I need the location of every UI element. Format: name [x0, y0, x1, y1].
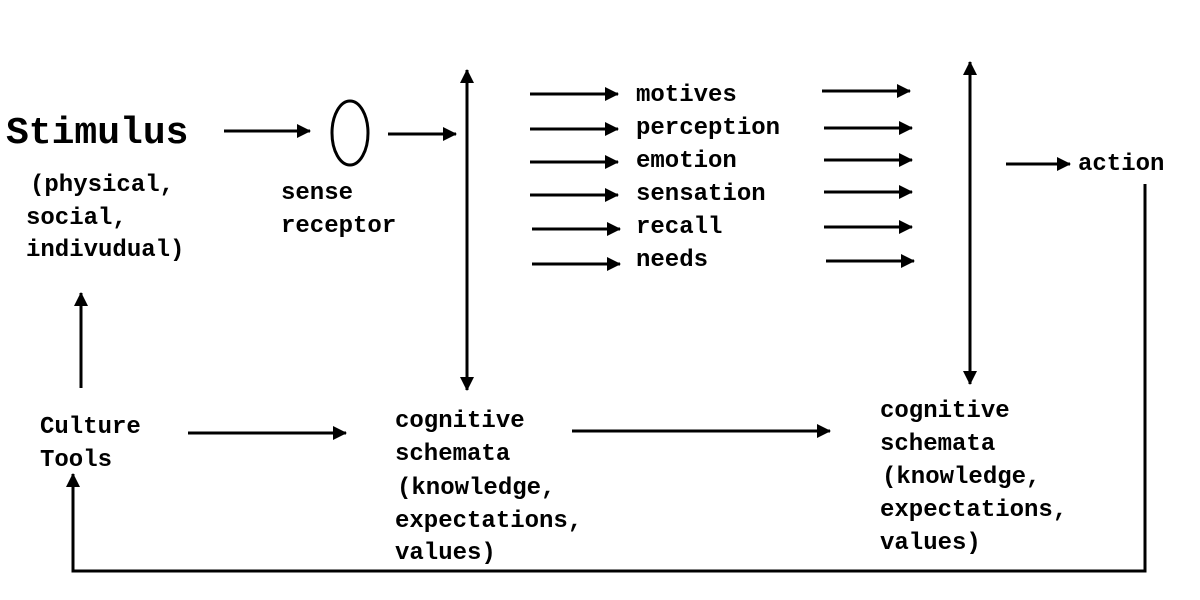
- schemata-left-line-4: expectations,: [395, 508, 582, 535]
- schemata-left-line-5: values): [395, 540, 496, 567]
- schemata-right-line-4: expectations,: [880, 497, 1067, 524]
- schemata-right-line-3: (knowledge,: [882, 464, 1040, 491]
- action-label: action: [1078, 151, 1164, 178]
- receptor-label-1: sense: [281, 180, 353, 207]
- process-label-perception: perception: [636, 115, 780, 142]
- schemata-right-line-1: cognitive: [880, 398, 1010, 425]
- sense-receptor-icon: [330, 99, 370, 167]
- schemata-right-line-5: values): [880, 530, 981, 557]
- process-label-motives: motives: [636, 82, 737, 109]
- receptor-label-2: receptor: [281, 213, 396, 240]
- culture-label-1: Culture: [40, 414, 141, 441]
- schemata-left-line-2: schemata: [395, 441, 510, 468]
- process-label-emotion: emotion: [636, 148, 737, 175]
- stimulus-detail-1: (physical,: [30, 172, 174, 199]
- schemata-left-line-3: (knowledge,: [397, 475, 555, 502]
- schemata-right-line-2: schemata: [880, 431, 995, 458]
- stimulus-detail-2: social,: [26, 205, 127, 232]
- stimulus-detail-3: indivudual): [26, 237, 184, 264]
- process-label-needs: needs: [636, 247, 708, 274]
- feedback-loop-arrow: [66, 184, 1147, 573]
- process-label-recall: recall: [636, 214, 722, 241]
- culture-label-2: Tools: [40, 447, 112, 474]
- stimulus-title: Stimulus: [6, 112, 188, 155]
- process-label-sensation: sensation: [636, 181, 766, 208]
- schemata-left-line-1: cognitive: [395, 408, 525, 435]
